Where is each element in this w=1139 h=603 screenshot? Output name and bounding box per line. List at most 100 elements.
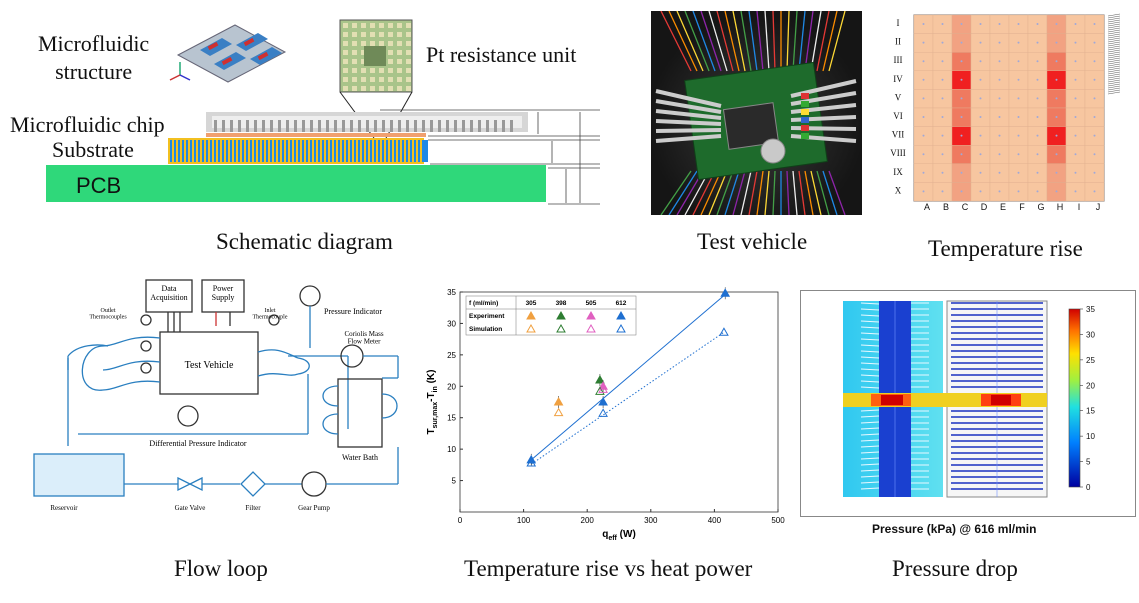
heatmap-row-label: X: [895, 185, 902, 195]
fl-pressure-indicator: Pressure Indicator: [324, 307, 382, 316]
fl-gear-pump: Gear Pump: [298, 504, 330, 512]
heatmap-col-label: A: [924, 202, 930, 212]
fl-gate-valve: Gate Valve: [175, 504, 206, 512]
legend-marker: [556, 323, 566, 333]
fl-differential-pressure: Differential Pressure Indicator: [149, 439, 246, 448]
x-tick-label: 200: [581, 516, 595, 525]
schematic-panel: Microfluidic structure Pt resistance uni…: [0, 0, 620, 260]
heatmap-col-label: C: [962, 202, 969, 212]
legend-flow: 505: [586, 300, 597, 307]
legend-row: Simulation: [469, 326, 502, 333]
heatmap-row-label: III: [894, 55, 903, 65]
legend-marker: [526, 310, 536, 320]
legend-marker: [556, 310, 566, 320]
label-pt-resistance-unit: Pt resistance unit: [426, 42, 577, 67]
data-point: [719, 327, 729, 336]
heatmap-col-label: E: [1000, 202, 1006, 212]
legend-header: f (ml/min): [469, 300, 498, 307]
heatmap-col-label: I: [1078, 202, 1081, 212]
colorbar-tick-label: 10: [1086, 432, 1095, 441]
x-axis-label: qeff (W): [602, 529, 636, 542]
y-tick-label: 5: [452, 477, 457, 486]
fl-test-vehicle: Test Vehicle: [185, 360, 234, 371]
x-tick-label: 300: [644, 516, 658, 525]
legend-marker: [526, 323, 536, 333]
fl-reservoir: Reservoir: [50, 504, 78, 512]
legend-flow: 612: [616, 300, 627, 307]
data-point: [526, 457, 537, 467]
x-tick-label: 400: [708, 516, 722, 525]
test-vehicle-image: [655, 11, 857, 215]
y-tick-label: 15: [447, 414, 456, 423]
legend-marker: [586, 310, 596, 320]
fit-line: [530, 331, 725, 465]
legend-marker: [616, 323, 626, 333]
heatmap-col-label: H: [1057, 202, 1064, 212]
legend-row: Experiment: [469, 313, 505, 320]
heatmap-row-label: IX: [893, 167, 903, 177]
heatmap-col-label: J: [1096, 202, 1101, 212]
heatmap-row-label: II: [895, 37, 901, 47]
x-tick-label: 100: [517, 516, 531, 525]
colorbar-tick-label: 20: [1086, 381, 1095, 390]
y-tick-label: 30: [447, 319, 456, 328]
caption-schematic-diagram: Schematic diagram: [216, 229, 393, 254]
colorbar-tick-label: 0: [1086, 483, 1091, 492]
data-point: [595, 386, 605, 395]
colorbar-tick-label: 30: [1086, 330, 1095, 339]
test-vehicle-photo: [651, 11, 862, 215]
label-substrate: Substrate: [52, 137, 134, 162]
caption-flow-loop: Flow loop: [174, 556, 268, 581]
data-point: [598, 396, 608, 406]
legend-marker: [586, 323, 596, 333]
data-point: [595, 374, 605, 384]
pressure-title: Pressure (kPa) @ 616 ml/min: [872, 522, 1037, 536]
heatmap-row-label: VI: [893, 111, 903, 121]
x-tick-label: 0: [458, 516, 463, 525]
heatmap-col-label: B: [943, 202, 949, 212]
fl-filter: Filter: [245, 504, 261, 512]
label-microfluidic-chip: Microfluidic chip: [10, 112, 165, 137]
data-point: [553, 407, 564, 417]
heatmap-row-label: V: [895, 92, 902, 102]
label-pcb: PCB: [76, 173, 122, 198]
fit-line: [530, 294, 726, 461]
y-tick-label: 20: [447, 382, 456, 391]
heatmap-row-label: VII: [892, 130, 905, 140]
caption-chart: Temperature rise vs heat power: [464, 556, 753, 581]
heatmap-col-label: F: [1019, 202, 1025, 212]
colorbar-tick-label: 25: [1086, 356, 1095, 365]
data-point: [598, 408, 608, 417]
y-tick-label: 10: [447, 445, 456, 454]
legend-table: [465, 295, 637, 336]
data-point: [598, 384, 608, 393]
heatmap-row-label: VIII: [890, 148, 906, 158]
data-point: [553, 396, 564, 406]
caption-temperature-rise: Temperature rise: [928, 236, 1083, 261]
chart-frame: [459, 291, 779, 513]
schematic-drawing: [46, 19, 600, 205]
colorbar-tick-label: 15: [1086, 407, 1095, 416]
colorbar-tick-label: 5: [1086, 458, 1091, 467]
y-tick-label: 35: [447, 288, 456, 297]
y-axis-label: Tsur,max-Tin (K): [426, 370, 439, 435]
pt-resistance-inset: [339, 19, 413, 139]
legend-flow: 305: [526, 300, 537, 307]
colorbar: [1068, 308, 1081, 488]
heatmap-row-label: IV: [893, 74, 903, 84]
heatmap-row-label: I: [897, 18, 900, 28]
microfluidic-structure-icon: [169, 24, 287, 83]
data-point: [720, 288, 731, 297]
